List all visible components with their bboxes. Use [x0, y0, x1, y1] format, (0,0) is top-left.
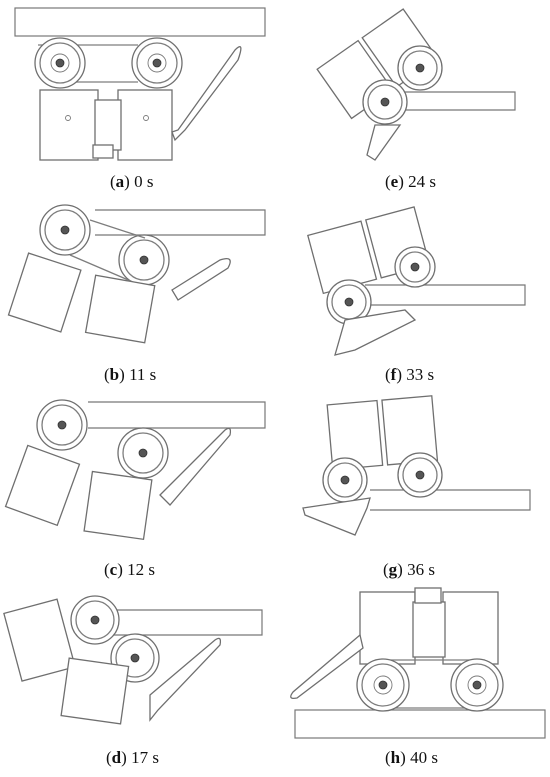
wheel-right — [397, 452, 443, 498]
caption-e: (e) 24 s — [385, 172, 437, 191]
wheel-top — [397, 45, 443, 91]
panel-e: (e) 24 s — [275, 0, 550, 191]
caption-d: (d) 17 s — [106, 748, 159, 767]
step-block — [385, 91, 516, 111]
step-block — [14, 7, 266, 37]
wheel-left — [36, 399, 88, 451]
body-plate-left — [7, 252, 82, 333]
robot-drawing-c — [4, 399, 266, 541]
caption-time: 33 s — [406, 365, 435, 384]
wheel-right — [117, 427, 169, 479]
caption-a: (a) 0 s — [110, 172, 154, 191]
motor-bracket — [92, 144, 114, 159]
wheel-left — [322, 457, 368, 503]
caption-time: 11 s — [129, 365, 157, 384]
wheel-left — [34, 37, 86, 89]
tail-arm — [171, 46, 242, 142]
wheel-right — [450, 658, 504, 712]
body-plate-left — [39, 89, 99, 161]
wheel-bottom — [362, 79, 408, 125]
caption-b: (b) 11 s — [104, 365, 157, 384]
body-plate-left — [326, 399, 384, 471]
body-plate-right — [60, 657, 130, 725]
panel-c: (c) 12 s — [0, 390, 275, 579]
step-block — [98, 609, 263, 636]
caption-c: (c) 12 s — [104, 560, 156, 579]
belt — [69, 219, 146, 286]
step-block — [370, 489, 531, 511]
caption-time: 17 s — [131, 748, 159, 767]
caption-time: 36 s — [407, 560, 435, 579]
body-plate-right — [84, 274, 156, 344]
robot-drawing-e — [316, 8, 516, 161]
wheel-left — [356, 658, 410, 712]
tail-arm — [366, 124, 402, 161]
caption-time: 0 s — [134, 172, 154, 191]
panel-d: (d) 17 s — [0, 580, 275, 767]
step-block — [95, 209, 266, 236]
caption-letter: b — [109, 365, 120, 384]
body-plate-right — [83, 470, 153, 541]
body-plate-left — [4, 444, 81, 527]
tail-arm — [171, 257, 231, 301]
tail-arm — [334, 309, 417, 356]
caption-letter: h — [390, 748, 401, 767]
panel-b: (b) 11 s — [0, 200, 275, 384]
tail-arm — [302, 497, 371, 536]
step-block — [365, 284, 526, 306]
caption-f: (f) 33 s — [385, 365, 435, 384]
caption-letter: f — [390, 365, 397, 384]
caption-g: (g) 36 s — [383, 560, 435, 579]
robot-drawing-h — [290, 587, 546, 739]
wheel-top — [70, 595, 120, 645]
caption-letter: d — [111, 748, 122, 767]
caption-letter: g — [388, 560, 398, 579]
body-plate-left — [359, 591, 416, 665]
body-plate-right — [117, 89, 173, 161]
motor-bracket — [414, 587, 442, 604]
wheel-top — [394, 246, 436, 288]
wheel-right — [118, 234, 170, 286]
robot-drawing-a — [14, 7, 266, 161]
caption-letter: a — [115, 172, 125, 191]
panel-h: (h) 40 s — [275, 580, 550, 767]
panel-g: (g) 36 s — [275, 390, 550, 579]
caption-letter: e — [390, 172, 399, 191]
center-link — [412, 601, 446, 658]
caption-time: 40 s — [410, 748, 438, 767]
caption-time: 12 s — [127, 560, 156, 579]
panel-a: (a) 0 s — [0, 0, 275, 191]
robot-drawing-d — [3, 595, 263, 725]
wheel-left — [39, 204, 91, 256]
caption-letter: c — [109, 560, 118, 579]
tail-arm — [149, 637, 222, 722]
robot-drawing-f — [307, 206, 526, 356]
step-block — [88, 401, 266, 429]
ground-block — [294, 709, 546, 739]
tail-arm — [159, 427, 232, 506]
robot-drawing-g — [302, 395, 531, 536]
robot-drawing-b — [7, 204, 266, 344]
body-plate-left — [3, 598, 76, 682]
caption-h: (h) 40 s — [385, 748, 438, 767]
center-link — [94, 99, 122, 151]
tail-arm — [290, 633, 364, 700]
wheel-right — [131, 37, 183, 89]
panel-f: (f) 33 s — [275, 195, 550, 384]
body-plate-right — [442, 591, 499, 665]
caption-time: 24 s — [408, 172, 437, 191]
